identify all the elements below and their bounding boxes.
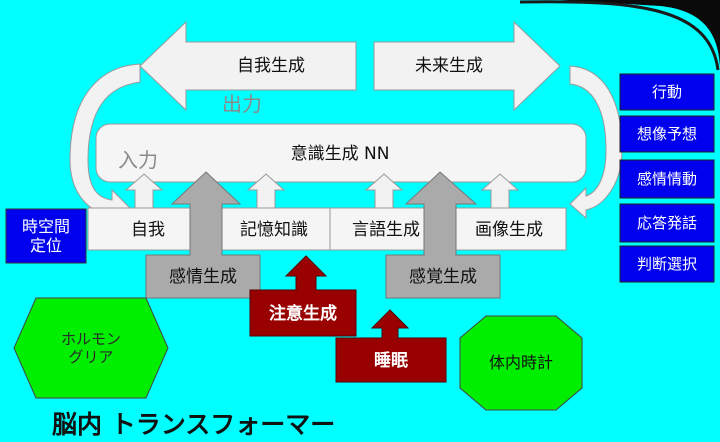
time-space-box — [5, 208, 87, 264]
module-label-language-generation: 言語生成 — [352, 219, 420, 240]
module-label-ego: 自我 — [131, 219, 165, 240]
ego-generation-arrow — [139, 20, 357, 112]
output-label-feeling: 感情情動 — [636, 170, 697, 188]
hormone-line2: グリア — [68, 348, 114, 366]
module-label-memory-knowledge: 記憶知識 — [240, 219, 308, 240]
output-box-feeling — [619, 159, 715, 199]
module-box-memory-knowledge — [217, 207, 331, 251]
output-label-response: 応答発話 — [636, 214, 697, 232]
output-box-action — [619, 73, 715, 111]
module-label-image-generation: 画像生成 — [475, 219, 543, 240]
time-space-line2: 定位 — [29, 236, 62, 255]
hormone-hexagon — [13, 297, 169, 399]
output-box-judgment — [619, 245, 715, 283]
diagram-title: 脳内 トランスフォーマー — [52, 410, 336, 439]
emotion-generation-label: 感情生成 — [169, 266, 237, 287]
time-space-line1: 時空間 — [21, 216, 70, 236]
attention-generation-label: 注意生成 — [269, 303, 337, 324]
module-box-image-generation — [451, 207, 567, 251]
output-label-action: 行動 — [651, 83, 682, 101]
attention-arrow — [249, 255, 357, 337]
corner-line — [519, 0, 720, 71]
sensation-arrow — [385, 171, 501, 299]
up-arrow-memory — [246, 173, 286, 209]
ego-generation-label: 自我生成 — [237, 55, 305, 76]
sleep-label: 睡眠 — [374, 350, 408, 371]
module-box-language-generation — [329, 207, 443, 251]
output-label-judgment: 判断選択 — [636, 255, 697, 273]
future-generation-arrow — [373, 20, 561, 112]
sleep-arrow — [335, 309, 447, 383]
output-box-response — [619, 203, 715, 243]
body-clock-label: 体内時計 — [488, 353, 553, 373]
right-curved-arrow — [569, 65, 623, 220]
future-generation-label: 未来生成 — [415, 55, 483, 76]
up-arrow-ego — [124, 173, 164, 209]
emotion-arrow — [145, 171, 261, 299]
sensation-generation-label: 感覚生成 — [409, 266, 477, 287]
output-box-imagination — [619, 115, 715, 153]
output-label-imagination: 想像予想 — [636, 125, 697, 143]
input-flow-label: 入力 — [118, 148, 158, 172]
hormone-label: ホルモン グリア — [14, 318, 168, 378]
body-clock-octagon — [459, 315, 583, 411]
up-arrow-image — [480, 173, 520, 209]
core-box — [95, 123, 587, 183]
time-space-label: 時空間 定位 — [6, 209, 86, 263]
corner-curve — [560, 0, 720, 66]
core-label: 意識生成 NN — [290, 143, 390, 164]
output-flow-label: 出力 — [222, 92, 262, 116]
up-arrow-language — [364, 173, 404, 209]
hormone-line1: ホルモン — [60, 330, 121, 348]
